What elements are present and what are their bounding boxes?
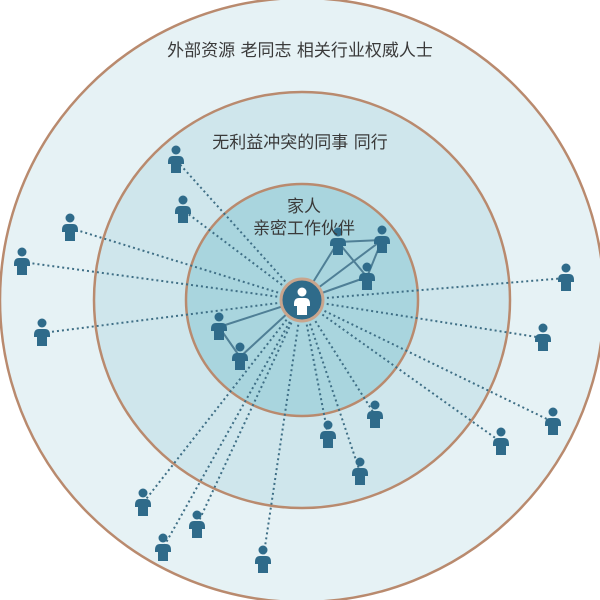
outer-ring-label: 外部资源 老同志 相关行业权威人士 <box>167 41 433 61</box>
inner-ring-label-2: 亲密工作伙伴 <box>253 219 355 239</box>
person-icon <box>320 420 336 448</box>
person-icon <box>255 545 271 573</box>
person-icon <box>62 213 78 241</box>
dotted-connection-line <box>175 159 303 301</box>
dotted-connection-line <box>301 299 502 443</box>
person-icon <box>168 145 184 173</box>
dotted-connection-line <box>41 299 303 334</box>
person-icon <box>135 488 151 516</box>
dotted-connection-line <box>21 261 303 301</box>
person-icon <box>14 247 30 275</box>
person-icon <box>535 323 551 351</box>
dotted-connection-line <box>301 277 567 301</box>
person-icon <box>232 342 248 370</box>
middle-ring-label: 无利益冲突的同事 同行 <box>212 133 388 153</box>
person-icon <box>367 400 383 428</box>
person-icon <box>175 195 191 223</box>
person-icon <box>374 225 390 253</box>
person-icon <box>330 227 346 255</box>
self-person-icon <box>294 287 310 315</box>
person-icon <box>359 262 375 290</box>
dotted-connection-line <box>262 299 303 561</box>
dotted-connection-line <box>301 299 361 473</box>
dotted-connection-line <box>162 299 303 549</box>
dotted-connection-line <box>69 227 303 301</box>
inner-ring-label-1: 家人 <box>287 197 321 217</box>
person-icon <box>189 510 205 538</box>
dotted-connection-line <box>196 299 303 526</box>
dotted-connection-line <box>301 299 544 339</box>
dotted-connection-line <box>301 299 554 423</box>
person-icon <box>155 533 171 561</box>
person-icon <box>34 318 50 346</box>
person-icon <box>493 427 509 455</box>
person-icon <box>558 263 574 291</box>
person-icon <box>211 312 227 340</box>
person-icon <box>545 407 561 435</box>
person-icon <box>352 457 368 485</box>
